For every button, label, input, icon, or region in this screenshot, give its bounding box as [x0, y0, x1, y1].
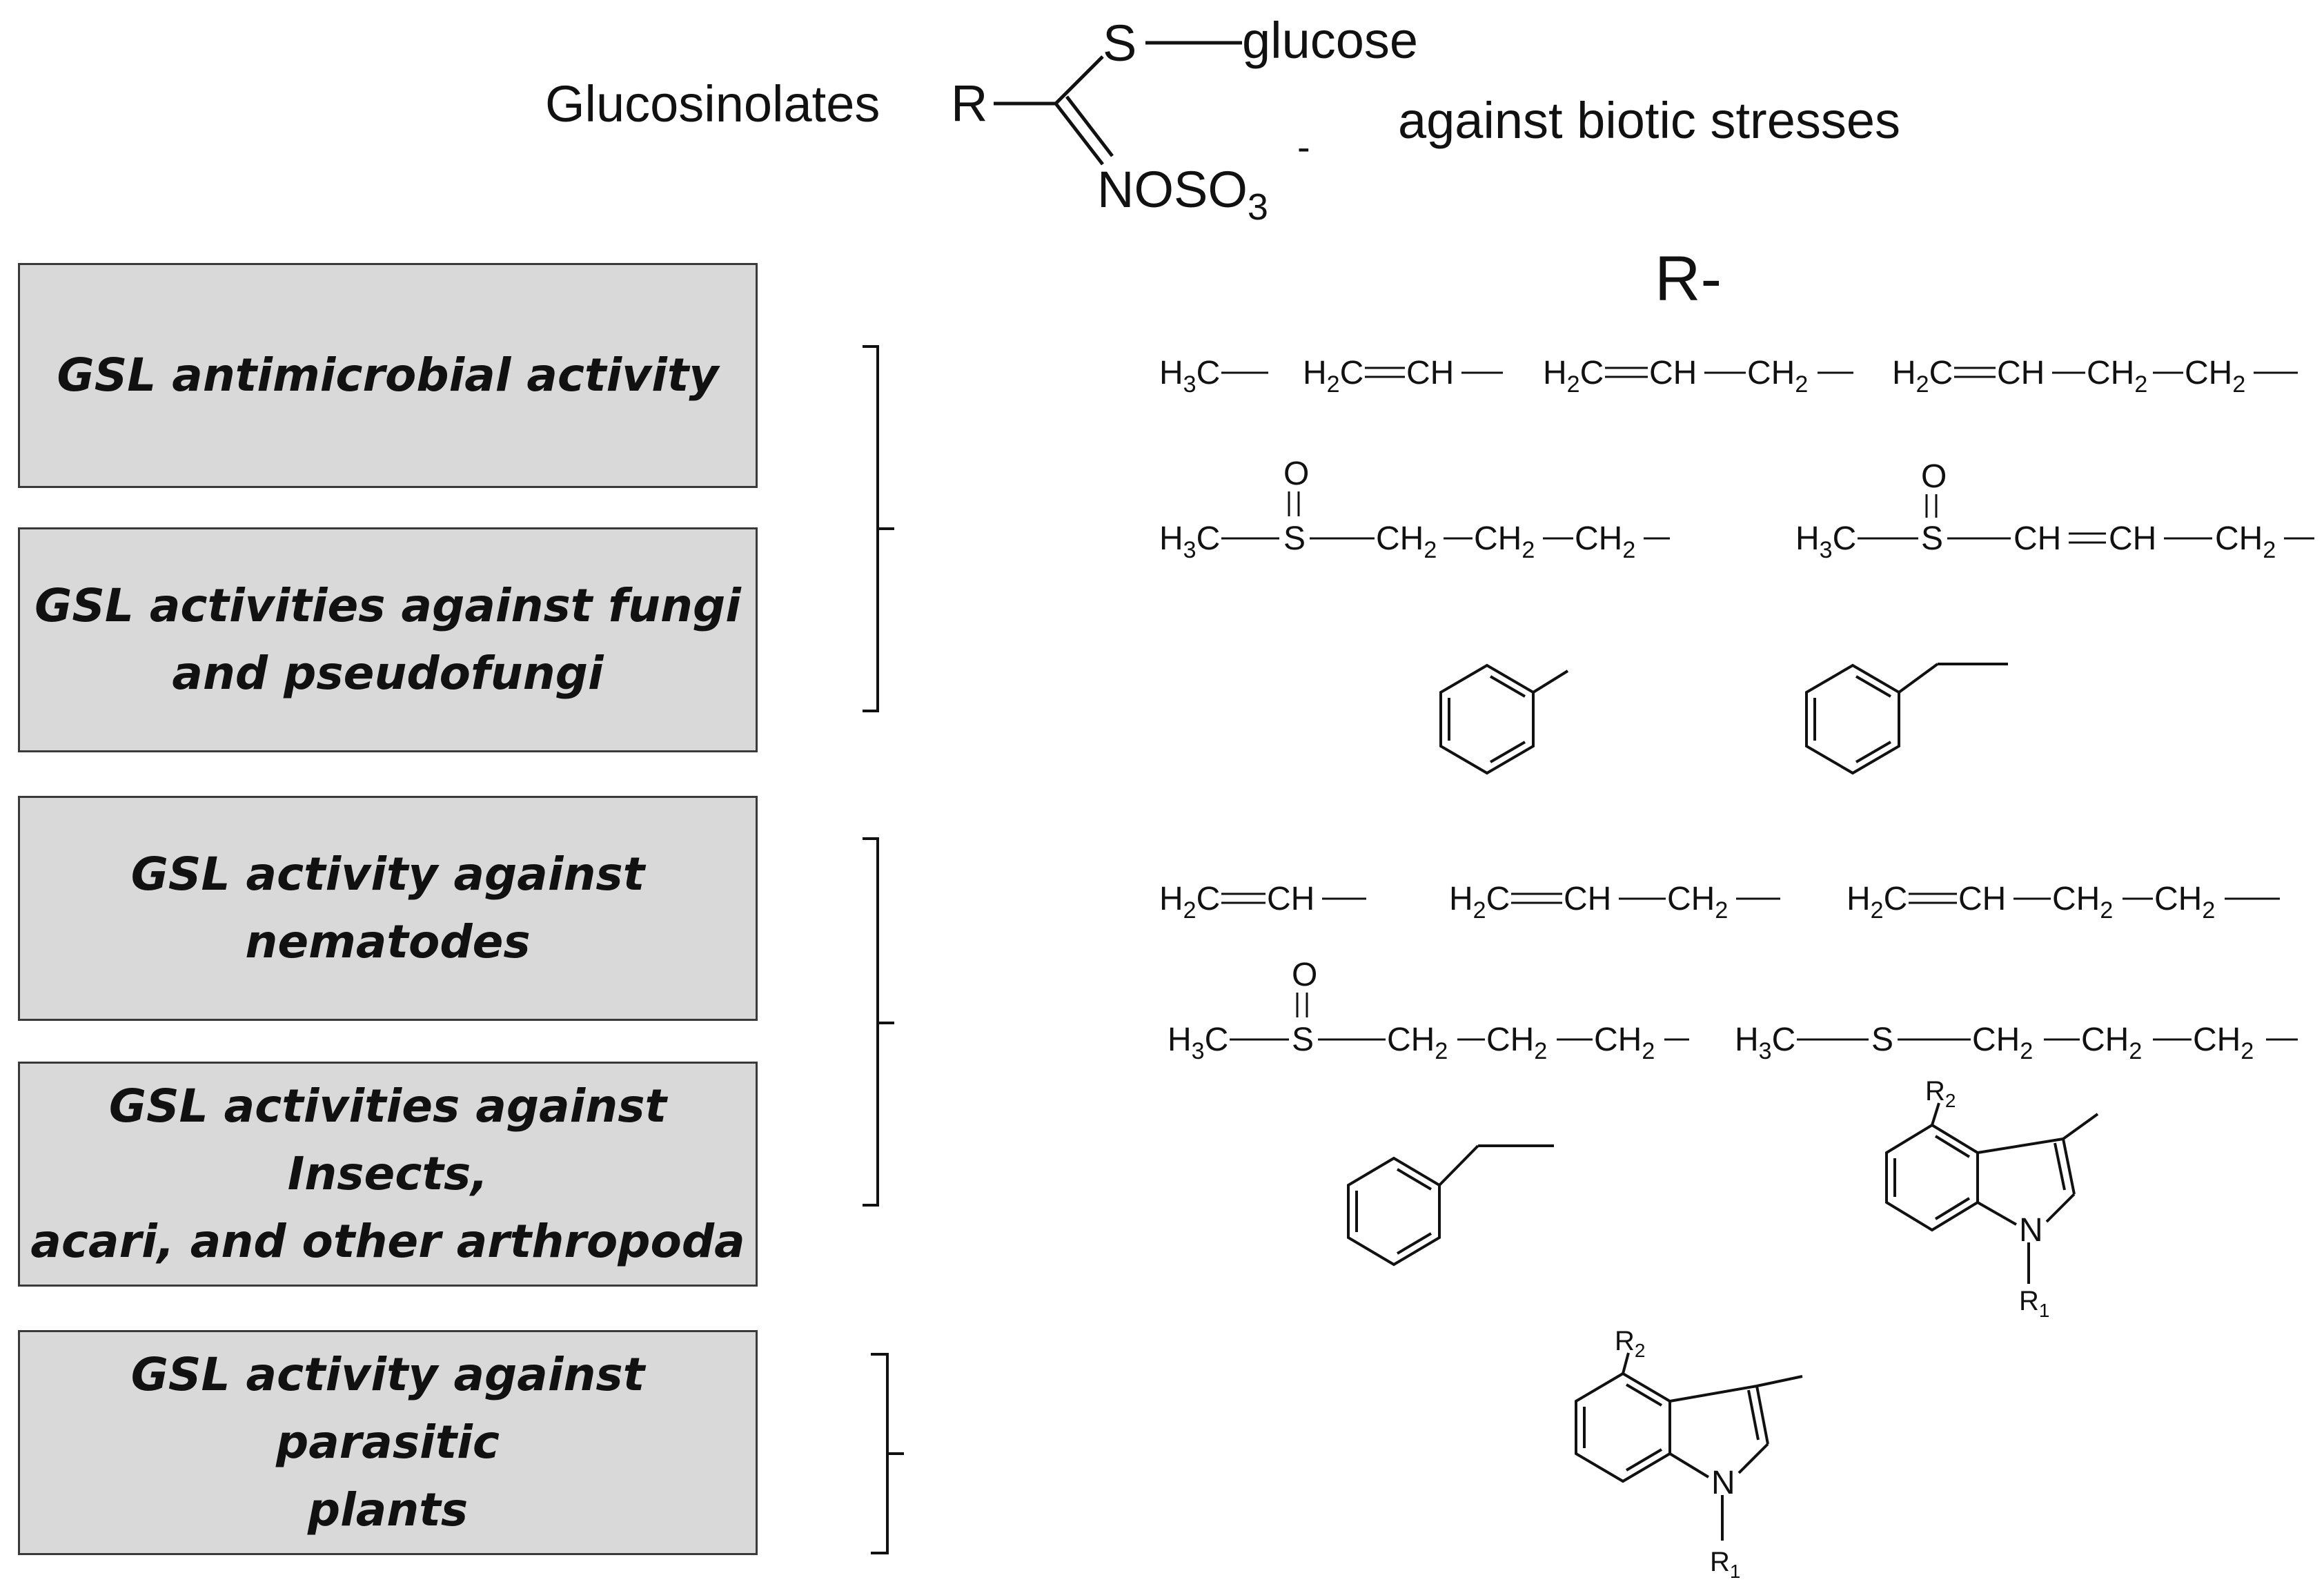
svg-text:S: S	[1921, 520, 1943, 557]
svg-text:CH2: CH2	[1474, 520, 1535, 563]
allyl-group-1: H2C	[1543, 355, 1604, 398]
glucosinolates-label: Glucosinolates	[545, 75, 880, 133]
core-structure: R S glucose NOSO3 -	[951, 12, 1418, 228]
box-insects: GSL activities against Insects, acari, a…	[18, 1062, 758, 1287]
svg-text:CH: CH	[1958, 881, 2006, 917]
svg-text:CH2: CH2	[1575, 520, 1635, 563]
svg-text:CH: CH	[2109, 520, 2156, 557]
core-s-atom: S	[1103, 14, 1136, 72]
vinyl-group-1: H2C	[1303, 355, 1363, 398]
svg-text:CH2: CH2	[2185, 355, 2245, 398]
indole-ring-1: N R2 R1	[1885, 1076, 2099, 1321]
phenyl-ring	[1439, 663, 1569, 775]
benzyl-ring-1	[1805, 663, 2008, 775]
svg-text:CH2: CH2	[2154, 881, 2215, 924]
box-fungi: GSL activities against fungi and pseudof…	[18, 527, 758, 752]
box-nematodes-text: GSL activity against nematodes	[130, 848, 645, 968]
benzyl-ring-2	[1347, 1144, 1554, 1267]
butenyl-group-2: H2C	[1847, 881, 1907, 924]
bracket-parasitic	[871, 1353, 904, 1554]
svg-text:O: O	[1283, 456, 1309, 492]
box-parasitic-plants: GSL activity against parasitic plants	[18, 1330, 758, 1555]
svg-text:CH2: CH2	[1594, 1022, 1655, 1064]
svg-text:R1: R1	[1710, 1547, 1740, 1582]
butenyl-group-1: H2C	[1892, 355, 1953, 398]
svg-text:CH: CH	[1997, 355, 2045, 391]
box-parasitic-text: GSL activity against parasitic plants	[130, 1348, 645, 1536]
svg-text:O: O	[1921, 458, 1947, 495]
box-antimicrobial: GSL antimicrobial activity	[18, 263, 758, 488]
svg-text:S: S	[1283, 520, 1306, 557]
svg-text:CH: CH	[2013, 520, 2061, 557]
svg-text:CH2: CH2	[1486, 1022, 1547, 1064]
svg-text:CH2: CH2	[1972, 1022, 2033, 1064]
methylsulfinylpropyl-group: H3C	[1159, 520, 1220, 563]
svg-text:CH2: CH2	[1387, 1022, 1448, 1064]
svg-text:CH: CH	[1564, 881, 1611, 917]
core-charge: -	[1297, 125, 1310, 168]
r-groups-antimicrobial-fungi: H3C H2C CH H2C CH CH2 H2C CH CH2 CH2 H	[1159, 355, 2314, 775]
methyl-group: H3C	[1159, 355, 1220, 398]
bracket-nematodes-insects	[863, 837, 894, 1207]
svg-text:S: S	[1292, 1022, 1314, 1058]
indole-ring-2: N R2 R1	[1575, 1326, 1803, 1582]
box-antimicrobial-text: GSL antimicrobial activity	[57, 349, 719, 402]
svg-text:CH2: CH2	[2081, 1022, 2142, 1064]
svg-text:CH2: CH2	[2193, 1022, 2254, 1064]
r-groups-nematodes-insects: H2C CH H2C CH CH2 H2C CH CH2 CH2 H3C S O	[1159, 881, 2298, 1321]
allyl-group-2: H2C	[1449, 881, 1510, 924]
core-glucose-label: glucose	[1242, 12, 1418, 69]
core-nitrogen-group: NOSO3	[1097, 161, 1268, 228]
box-fungi-text: GSL activities against fungi and pseudof…	[35, 579, 741, 700]
svg-text:CH: CH	[1267, 881, 1314, 917]
box-insects-text: GSL activities against Insects, acari, a…	[30, 1080, 745, 1268]
box-nematodes: GSL activity against nematodes	[18, 796, 758, 1021]
methylsulfinylpropyl-group-2: H3C	[1168, 1022, 1228, 1064]
svg-text:CH2: CH2	[2087, 355, 2147, 398]
svg-text:CH2: CH2	[2215, 520, 2276, 563]
svg-text:CH2: CH2	[2052, 881, 2113, 924]
svg-text:S: S	[1871, 1022, 1893, 1058]
svg-text:R2: R2	[1615, 1326, 1645, 1361]
svg-text:CH: CH	[1406, 355, 1454, 391]
svg-text:CH: CH	[1649, 355, 1697, 391]
svg-text:N: N	[1711, 1465, 1735, 1501]
svg-text:O: O	[1292, 957, 1317, 993]
methylthiopropyl-group: H3C	[1735, 1022, 1795, 1064]
svg-text:CH2: CH2	[1376, 520, 1437, 563]
svg-text:N: N	[2019, 1212, 2043, 1249]
svg-text:CH2: CH2	[1667, 881, 1728, 924]
bracket-antimicrobial-fungi	[863, 345, 894, 712]
core-r-atom: R	[951, 75, 987, 132]
svg-text:R1: R1	[2019, 1286, 2049, 1321]
biotic-stresses-label: against biotic stresses	[1398, 92, 1901, 149]
svg-text:R2: R2	[1925, 1076, 1956, 1111]
svg-text:CH2: CH2	[1747, 355, 1808, 398]
methylsulfinylbutenyl-group: H3C	[1795, 520, 1856, 563]
r-groups-parasitic: N R2 R1	[1575, 1326, 1803, 1582]
vinyl-group-2: H2C	[1159, 881, 1220, 924]
brackets	[863, 345, 904, 1554]
r-group-heading: R-	[1655, 244, 1722, 314]
